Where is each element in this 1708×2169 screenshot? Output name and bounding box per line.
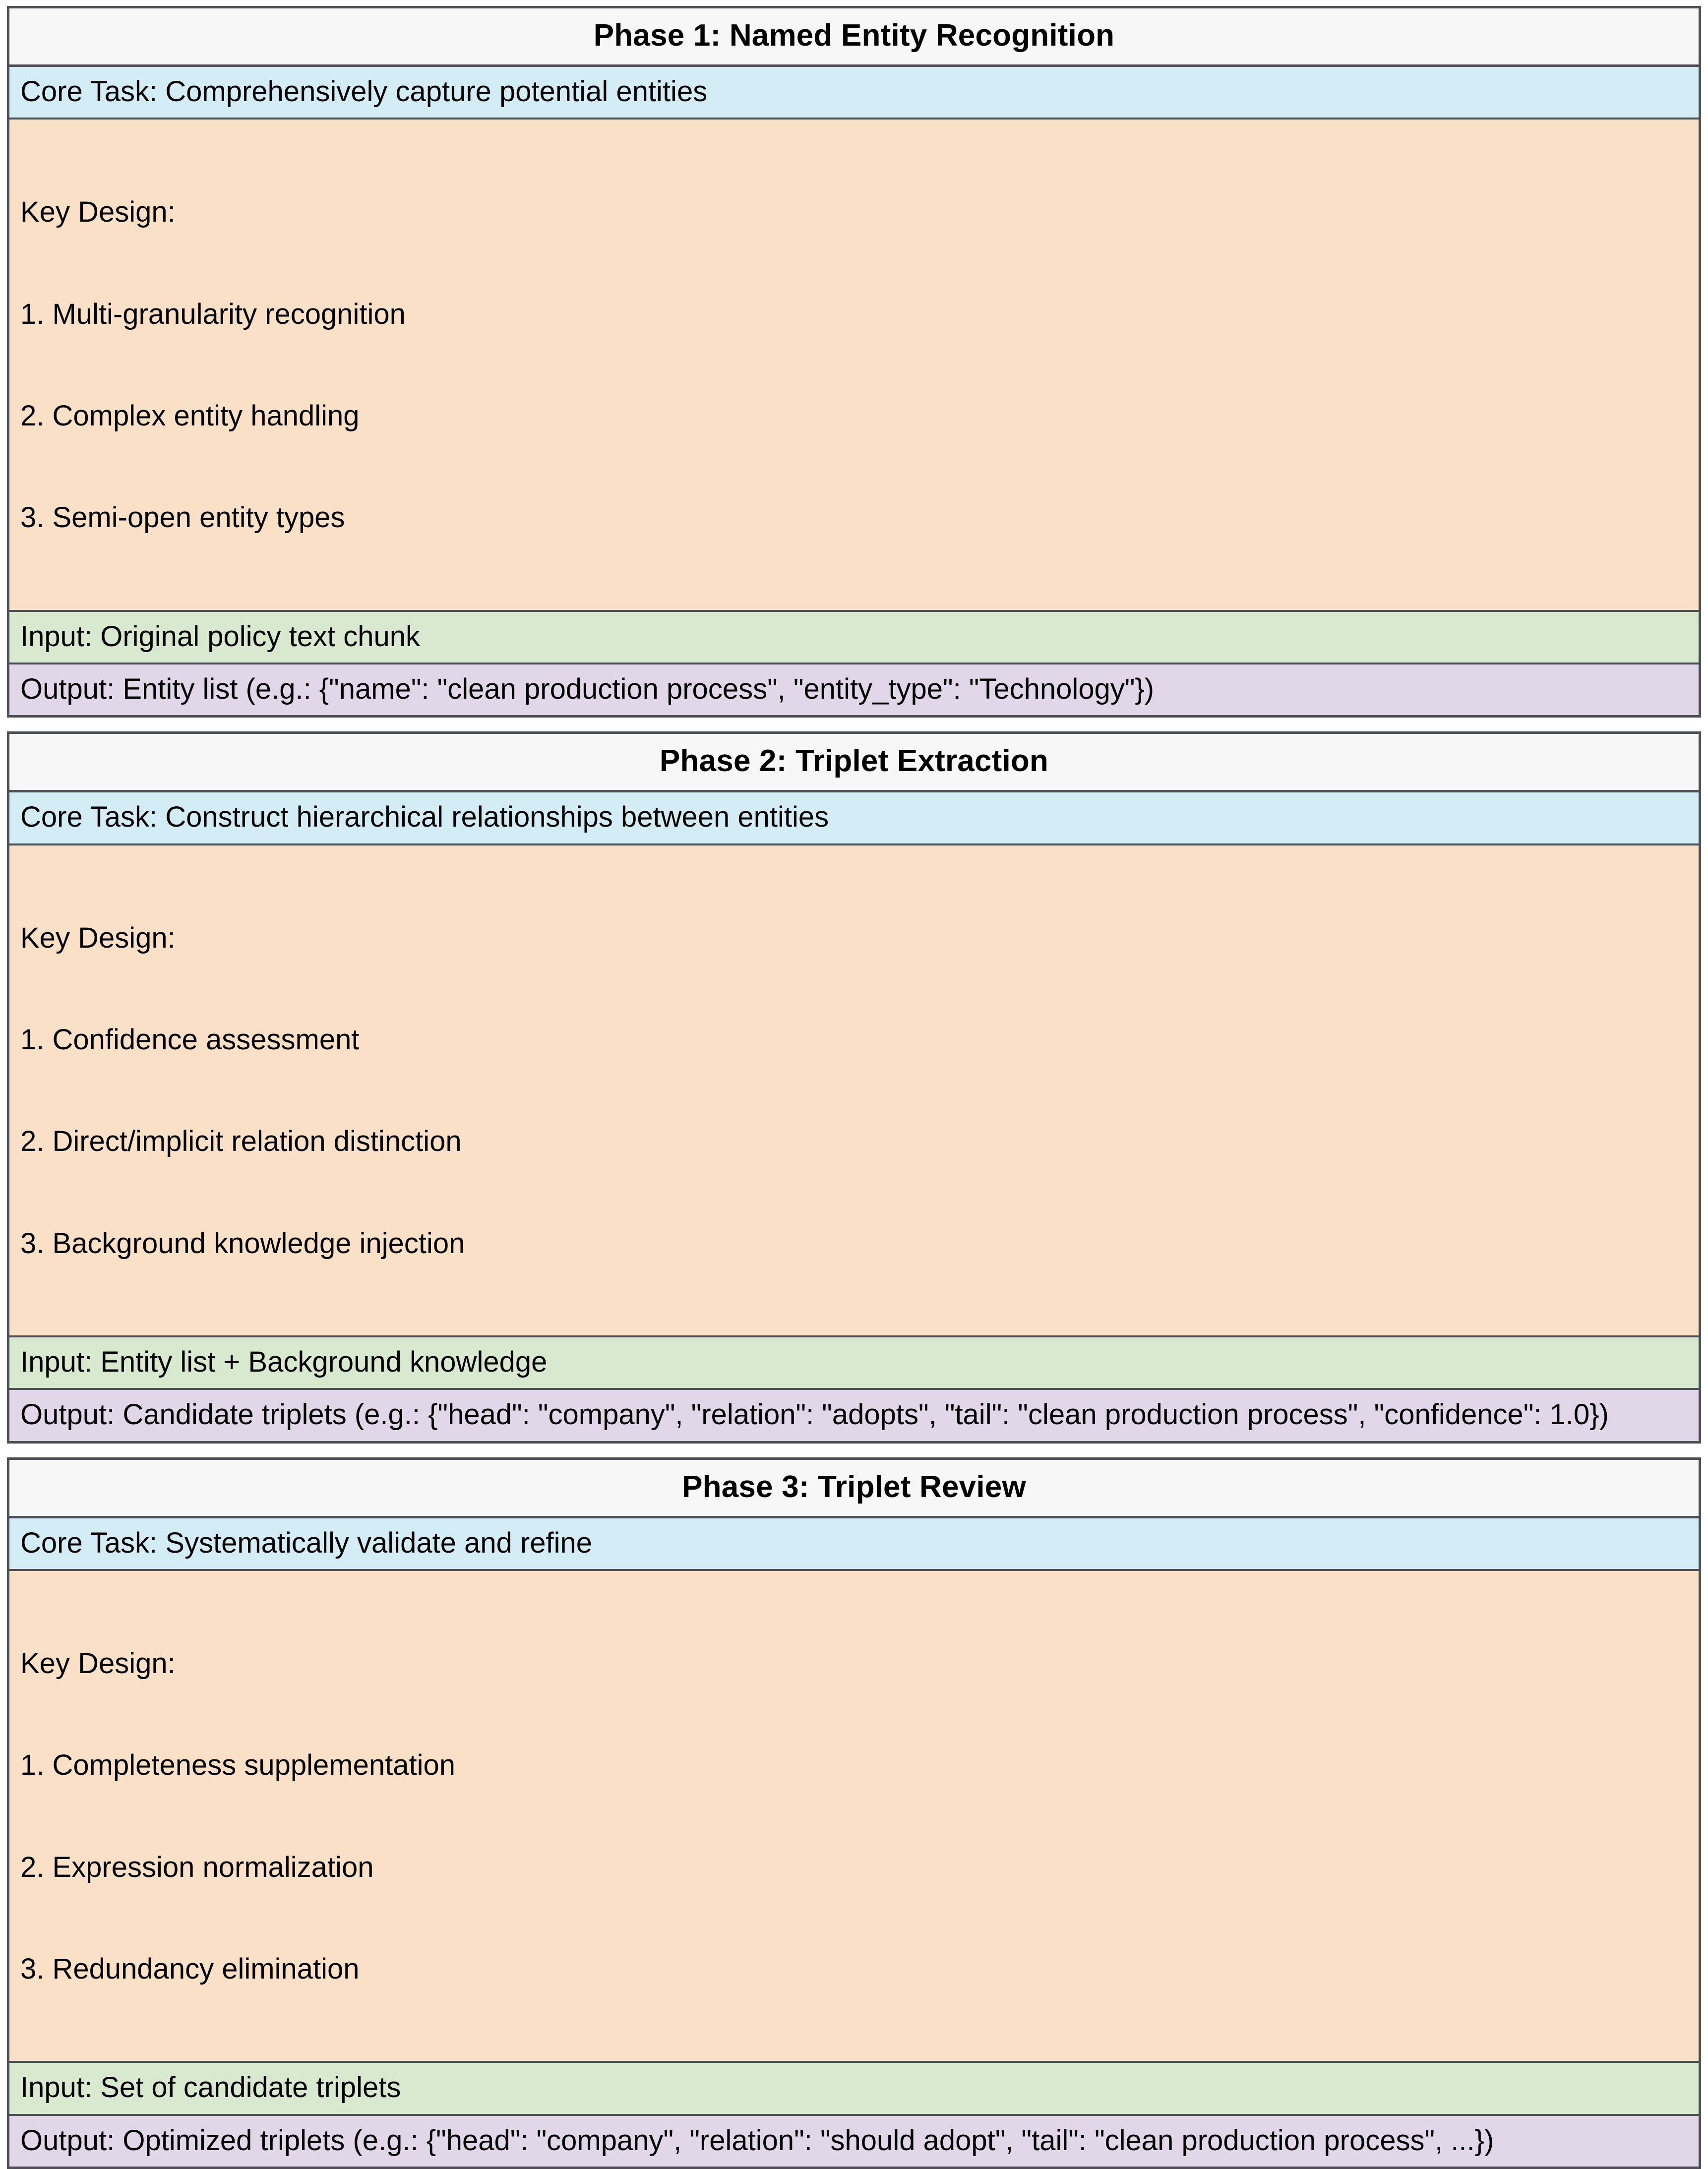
- phase-2-core-task: Core Task: Construct hierarchical relati…: [9, 792, 1699, 845]
- phase-2-key-design-item-3: 3. Background knowledge injection: [20, 1227, 465, 1260]
- phase-1-core-task: Core Task: Comprehensively capture poten…: [9, 66, 1699, 120]
- phase-1-key-design-item-1: 1. Multi-granularity recognition: [20, 298, 406, 330]
- phase-3-key-design: Key Design: 1. Completeness supplementat…: [9, 1571, 1699, 2063]
- pipeline-diagram: Phase 1: Named Entity Recognition Core T…: [7, 6, 1701, 2169]
- phase-2-key-design-item-1: 1. Confidence assessment: [20, 1023, 360, 1056]
- phase-2-title: Phase 2: Triplet Extraction: [9, 734, 1699, 793]
- phase-1-key-design-item-2: 2. Complex entity handling: [20, 399, 360, 432]
- phase-2-key-design-title: Key Design:: [20, 921, 176, 954]
- phase-3-title: Phase 3: Triplet Review: [9, 1459, 1699, 1518]
- phase-1-output: Output: Entity list (e.g.: {"name": "cle…: [9, 664, 1699, 716]
- phase-3-output: Output: Optimized triplets (e.g.: {"head…: [9, 2115, 1699, 2167]
- phase-3-key-design-item-1: 1. Completeness supplementation: [20, 1749, 455, 1782]
- phase-block-2: Phase 2: Triplet Extraction Core Task: C…: [7, 731, 1701, 1444]
- phase-block-1: Phase 1: Named Entity Recognition Core T…: [7, 6, 1701, 718]
- phase-block-3: Phase 3: Triplet Review Core Task: Syste…: [7, 1457, 1701, 2169]
- phase-1-key-design-title: Key Design:: [20, 196, 176, 229]
- phase-2-key-design-item-2: 2. Direct/implicit relation distinction: [20, 1125, 462, 1158]
- phase-1-key-design-item-3: 3. Semi-open entity types: [20, 501, 345, 534]
- phase-2-key-design: Key Design: 1. Confidence assessment 2. …: [9, 845, 1699, 1337]
- phase-3-key-design-item-3: 3. Redundancy elimination: [20, 1952, 360, 1985]
- phase-2-output: Output: Candidate triplets (e.g.: {"head…: [9, 1390, 1699, 1441]
- phase-3-input: Input: Set of candidate triplets: [9, 2063, 1699, 2116]
- phase-3-core-task: Core Task: Systematically validate and r…: [9, 1518, 1699, 1571]
- phase-3-key-design-title: Key Design:: [20, 1647, 176, 1680]
- phase-1-title: Phase 1: Named Entity Recognition: [9, 8, 1699, 67]
- phase-1-input: Input: Original policy text chunk: [9, 611, 1699, 664]
- phase-1-key-design: Key Design: 1. Multi-granularity recogni…: [9, 120, 1699, 612]
- phase-3-key-design-item-2: 2. Expression normalization: [20, 1851, 374, 1883]
- phase-2-input: Input: Entity list + Background knowledg…: [9, 1337, 1699, 1390]
